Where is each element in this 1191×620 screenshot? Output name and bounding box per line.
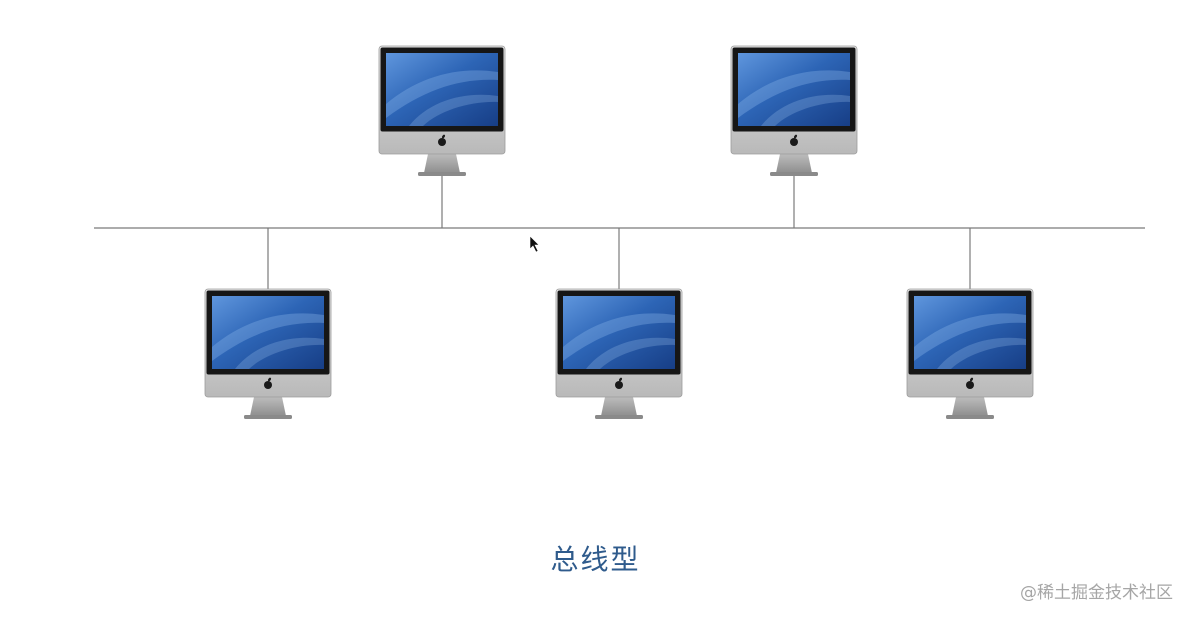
monitor-stand-base xyxy=(770,172,818,176)
apple-logo-icon xyxy=(264,377,272,389)
monitor-stand xyxy=(424,154,460,173)
apple-logo-icon xyxy=(790,134,798,146)
monitor-stand xyxy=(776,154,812,173)
screen-swoosh xyxy=(738,70,850,118)
mouse-pointer-icon xyxy=(529,235,540,253)
bus-layer xyxy=(94,173,1145,289)
computer-node-top-left xyxy=(378,45,506,176)
screen-swoosh xyxy=(212,313,324,361)
computer-node-bottom-right xyxy=(906,288,1034,419)
watermark-text: @稀土掘金技术社区 xyxy=(1020,583,1173,603)
computer-node-top-right xyxy=(730,45,858,176)
monitor-stand-base xyxy=(244,415,292,419)
apple-logo-icon xyxy=(438,134,446,146)
imac-icon xyxy=(204,288,332,419)
imac-icon xyxy=(906,288,1034,419)
monitor-stand xyxy=(250,397,286,416)
monitor-stand-base xyxy=(595,415,643,419)
monitor-screen xyxy=(914,296,1026,369)
computer-node-bottom-center xyxy=(555,288,683,419)
monitor-screen xyxy=(386,53,498,126)
screen-swoosh xyxy=(235,337,324,369)
monitor-stand-base xyxy=(418,172,466,176)
screen-swoosh xyxy=(386,70,498,118)
screen-swoosh xyxy=(761,94,850,126)
screen-swoosh xyxy=(937,337,1026,369)
monitor-stand-base xyxy=(946,415,994,419)
apple-logo-icon xyxy=(615,377,623,389)
apple-logo-icon xyxy=(966,377,974,389)
imac-icon xyxy=(730,45,858,176)
monitor-screen xyxy=(738,53,850,126)
imac-icon xyxy=(378,45,506,176)
screen-swoosh xyxy=(563,313,675,361)
nodes-layer xyxy=(204,45,1034,419)
monitor-screen xyxy=(212,296,324,369)
screen-swoosh xyxy=(914,313,1026,361)
diagram-caption: 总线型 xyxy=(550,543,641,576)
monitor-screen xyxy=(563,296,675,369)
computer-node-bottom-left xyxy=(204,288,332,419)
monitor-stand xyxy=(601,397,637,416)
monitor-stand xyxy=(952,397,988,416)
screen-swoosh xyxy=(586,337,675,369)
screen-swoosh xyxy=(409,94,498,126)
imac-icon xyxy=(555,288,683,419)
